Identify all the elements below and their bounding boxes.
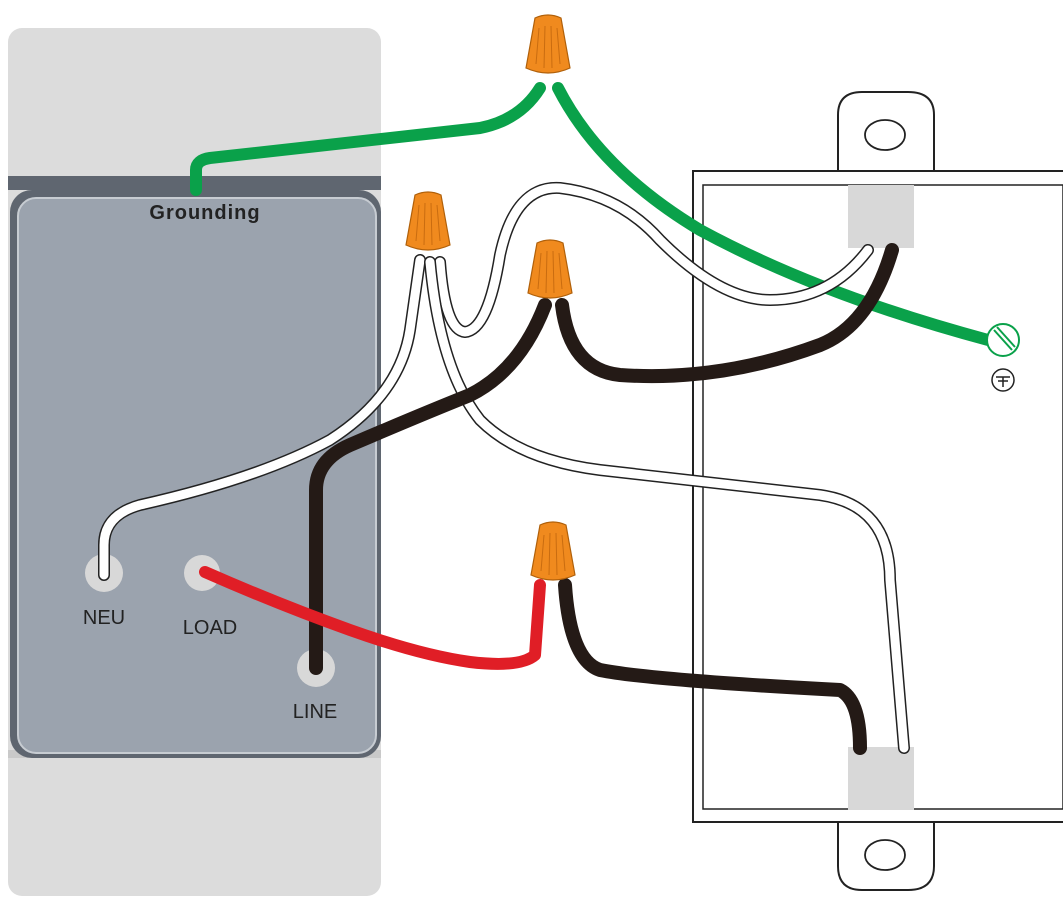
line-wire-box bbox=[555, 243, 899, 384]
ground-wire-switch bbox=[190, 82, 546, 196]
bottom-cable-clamp bbox=[848, 747, 914, 810]
neutral-wire-switch bbox=[99, 255, 425, 580]
grounding-label: Grounding bbox=[149, 202, 260, 224]
neutral-wire-top bbox=[435, 183, 873, 337]
wire-nut-icon bbox=[527, 239, 573, 299]
top-cable-clamp bbox=[848, 185, 914, 248]
neutral-wire-bottom bbox=[425, 257, 909, 753]
top-mount-hole bbox=[864, 119, 906, 151]
line-label: LINE bbox=[293, 701, 337, 723]
switch-plate bbox=[17, 197, 377, 754]
box-outer bbox=[692, 170, 1063, 823]
load-wire-box bbox=[558, 578, 867, 755]
ground-symbol-icon bbox=[991, 368, 1015, 392]
line-wire-switch bbox=[309, 298, 552, 675]
switch-device: Grounding NEU LOAD LINE bbox=[8, 28, 381, 896]
load-wire bbox=[199, 566, 546, 670]
wire-nut-icon bbox=[530, 521, 576, 581]
ground-screw-icon bbox=[986, 323, 1020, 357]
bottom-mount-hole bbox=[864, 839, 906, 871]
neutral-label: NEU bbox=[83, 607, 125, 629]
wire-nut-icon bbox=[405, 191, 451, 251]
load-label: LOAD bbox=[183, 617, 237, 639]
wires bbox=[98, 82, 994, 755]
wire-nut-icon bbox=[525, 14, 571, 74]
ground-wire-box bbox=[552, 82, 994, 346]
